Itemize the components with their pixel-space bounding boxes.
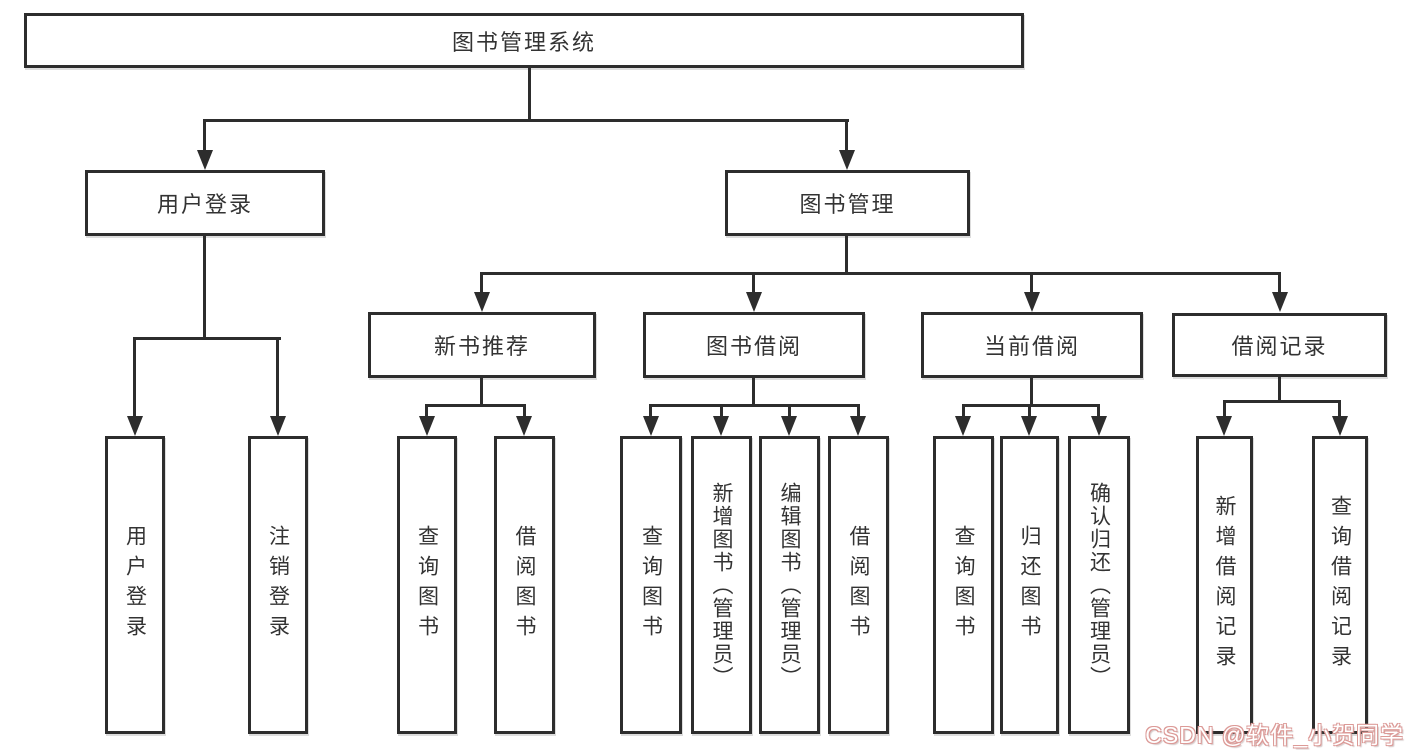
leaf-borrow-edit-books-admin: 编辑图书（管理员） [759, 436, 820, 734]
edge-borrow-stem [752, 378, 755, 407]
leaf-borrow-borrow-books-label: 借阅图书 [847, 525, 870, 645]
node-borrow-records-label: 借阅记录 [1231, 334, 1328, 359]
leaf-recommend-borrow-books: 借阅图书 [494, 436, 555, 734]
leaf-records-query-record-label: 查询借阅记录 [1328, 495, 1352, 675]
arrowhead-current-leaf1 [955, 416, 971, 436]
leaf-current-confirm-return-admin: 确认归还（管理员） [1068, 436, 1130, 734]
node-book-borrow-label: 图书借阅 [705, 334, 802, 359]
edge-current-stem [1030, 378, 1033, 407]
csdn-watermark: CSDN @软件_小贺同学 [1145, 722, 1404, 748]
leaf-borrow-borrow-books: 借阅图书 [828, 436, 889, 734]
edge-login-junction [133, 337, 281, 340]
edge-current-junction [962, 404, 1100, 407]
leaf-borrow-edit-books-admin-label: 编辑图书（管理员） [778, 481, 801, 689]
leaf-logout: 注销登录 [248, 436, 308, 734]
leaf-recommend-borrow-books-label: 借阅图书 [513, 525, 536, 645]
node-user-login-label: 用户登录 [156, 192, 253, 217]
edge-drop-user-login-line [203, 119, 206, 152]
edge-records-drop2-line [1338, 400, 1341, 418]
arrowhead-recommend-leaf2 [516, 416, 532, 436]
edge-borrow-drop4-line [857, 404, 860, 418]
arrowhead-user-login [197, 150, 213, 170]
node-book-mgmt-label: 图书管理 [799, 192, 896, 217]
arrowhead-current-leaf3 [1091, 416, 1107, 436]
leaf-records-query-record: 查询借阅记录 [1312, 436, 1368, 734]
arrowhead-borrow-leaf4 [850, 416, 866, 436]
arrowhead-borrow-leaf2 [713, 416, 729, 436]
arrowhead-records [1272, 292, 1288, 312]
edge-recommend-stem [480, 378, 483, 407]
arrowhead-login-leaf2 [270, 416, 286, 436]
edge-mgmt-stem [845, 236, 848, 275]
edge-borrow-drop2-line [720, 404, 723, 418]
node-user-login: 用户登录 [85, 170, 325, 236]
leaf-records-add-record: 新增借阅记录 [1196, 436, 1253, 734]
edge-recommend-junction [425, 404, 526, 407]
arrowhead-records-leaf2 [1332, 416, 1348, 436]
edge-login-stem [203, 236, 206, 337]
edge-drop-book-mgmt-line [845, 119, 848, 152]
edge-drop-records-line [1278, 272, 1281, 294]
node-current-borrow: 当前借阅 [921, 312, 1143, 378]
edge-login-drop2-line [276, 337, 279, 418]
edge-recommend-drop1-line [425, 404, 428, 418]
arrowhead-recommend [474, 292, 490, 312]
node-root: 图书管理系统 [24, 13, 1024, 68]
edge-borrow-drop3-line [788, 404, 791, 418]
edge-mgmt-split [480, 272, 1281, 275]
edge-borrow-drop1-line [649, 404, 652, 418]
edge-drop-current-line [1030, 272, 1033, 294]
arrowhead-borrow-leaf3 [781, 416, 797, 436]
leaf-current-return-books-label: 归还图书 [1018, 525, 1041, 645]
edge-drop-borrow-line [752, 272, 755, 294]
node-root-label: 图书管理系统 [451, 29, 596, 55]
leaf-current-return-books: 归还图书 [1000, 436, 1059, 734]
node-new-book-recommend-label: 新书推荐 [433, 334, 530, 359]
edge-login-drop1-line [133, 337, 136, 418]
arrowhead-book-mgmt [839, 150, 855, 170]
arrowhead-borrow [746, 292, 762, 312]
node-borrow-records: 借阅记录 [1172, 313, 1387, 377]
leaf-recommend-query-books-label: 查询图书 [415, 525, 439, 645]
leaf-records-add-record-label: 新增借阅记录 [1213, 495, 1236, 675]
edge-current-drop3-line [1097, 404, 1100, 418]
leaf-borrow-add-books-admin-label: 新增图书（管理员） [710, 481, 733, 689]
edge-records-junction [1223, 400, 1341, 403]
edge-drop-recommend-line [480, 272, 483, 294]
edge-current-drop2-line [1028, 404, 1031, 418]
arrowhead-records-leaf1 [1216, 416, 1232, 436]
leaf-recommend-query-books: 查询图书 [397, 436, 457, 734]
arrowhead-current-leaf2 [1021, 416, 1037, 436]
edge-root-stem [528, 68, 531, 119]
node-current-borrow-label: 当前借阅 [983, 334, 1080, 359]
leaf-logout-label: 注销登录 [266, 525, 290, 645]
edge-root-split [203, 119, 849, 122]
edge-records-drop1-line [1223, 400, 1226, 418]
leaf-borrow-add-books-admin: 新增图书（管理员） [691, 436, 752, 734]
arrowhead-borrow-leaf1 [643, 416, 659, 436]
arrowhead-current [1024, 292, 1040, 312]
leaf-current-query-books-label: 查询图书 [952, 525, 975, 645]
leaf-borrow-query-books-label: 查询图书 [639, 525, 663, 645]
node-new-book-recommend: 新书推荐 [368, 312, 596, 378]
leaf-borrow-query-books: 查询图书 [620, 436, 682, 734]
leaf-current-query-books: 查询图书 [933, 436, 994, 734]
edge-records-stem [1278, 377, 1281, 403]
node-book-mgmt: 图书管理 [725, 170, 970, 236]
arrowhead-login-leaf1 [127, 416, 143, 436]
edge-borrow-junction [649, 404, 859, 407]
leaf-user-login-label: 用户登录 [123, 525, 147, 645]
arrowhead-recommend-leaf1 [419, 416, 435, 436]
leaf-user-login: 用户登录 [105, 436, 165, 734]
edge-recommend-drop2-line [523, 404, 526, 418]
leaf-current-confirm-return-admin-label: 确认归还（管理员） [1087, 481, 1111, 689]
node-book-borrow: 图书借阅 [643, 312, 865, 378]
edge-current-drop1-line [962, 404, 965, 418]
